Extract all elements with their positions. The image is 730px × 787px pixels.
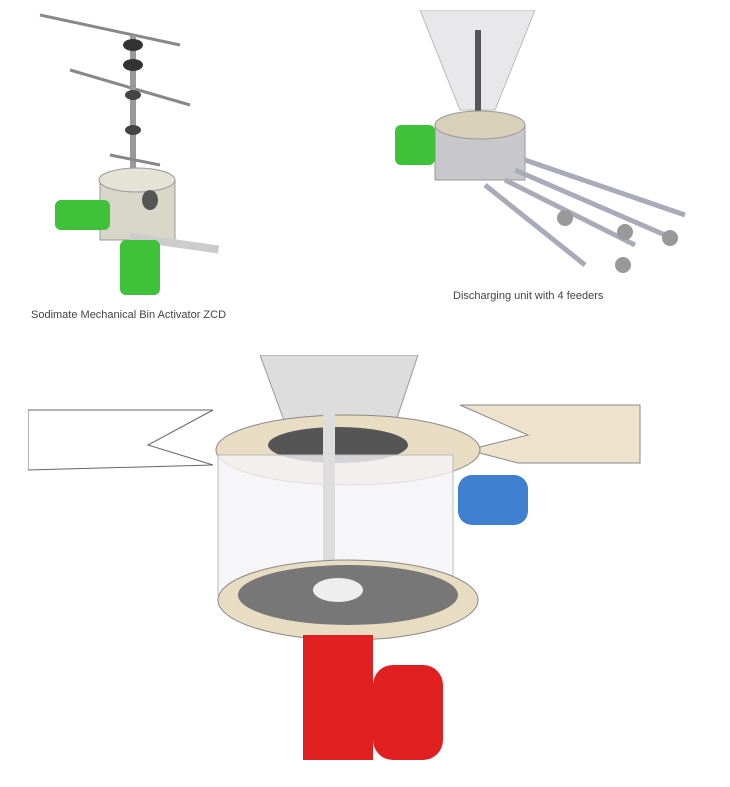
figure-caption: Discharging unit with 4 feeders <box>453 290 604 302</box>
discharging-unit-illustration <box>395 10 686 273</box>
figure-caption: Sodimate Mechanical Bin Activator ZCD <box>31 309 227 321</box>
bin-activator-illustration <box>39 13 220 295</box>
bin-activator-cutaway-illustration <box>28 355 641 760</box>
